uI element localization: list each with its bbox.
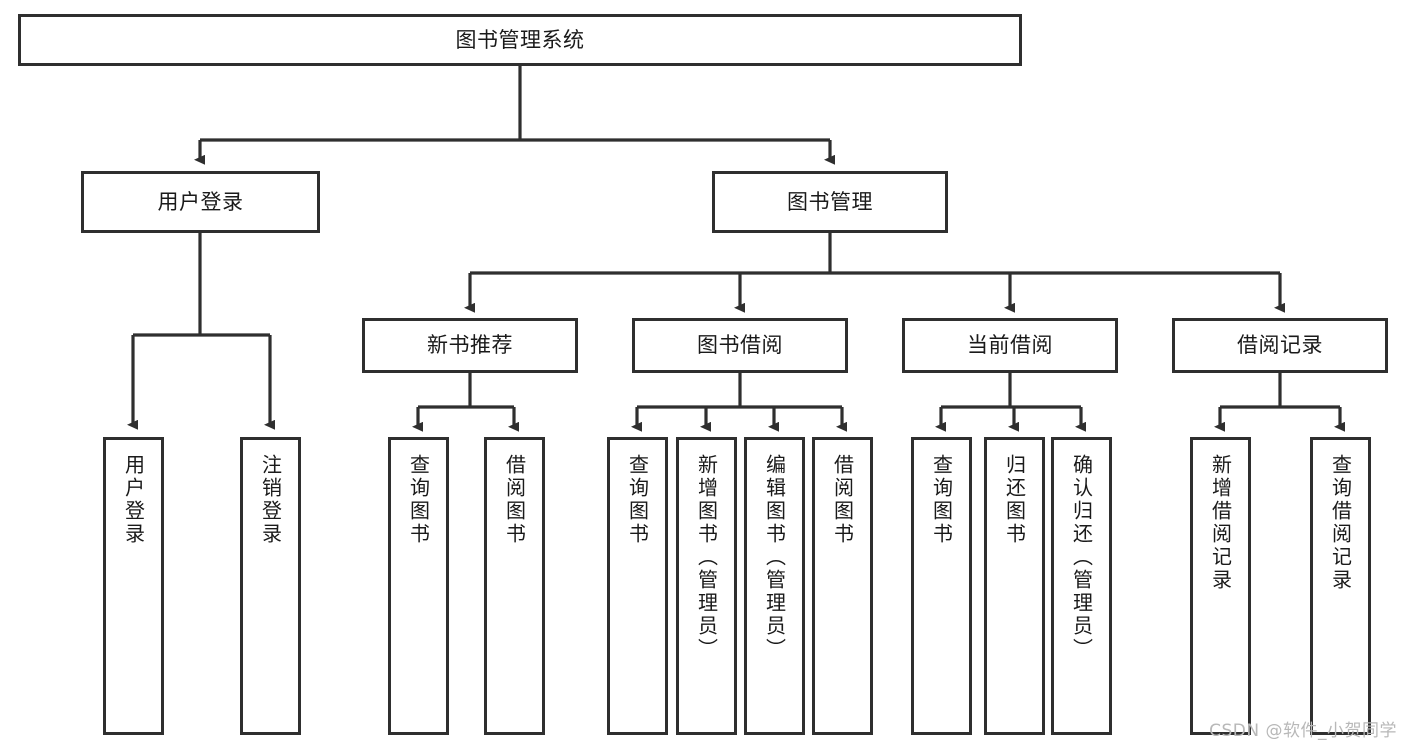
node-root-system[interactable]: 图书管理系统: [18, 14, 1022, 66]
node-leaf-label: 编辑图书（管理员）: [762, 454, 787, 661]
node-leaf-label: 查询借阅记录: [1328, 454, 1353, 592]
node-user-login-label: 用户登录: [157, 189, 244, 214]
node-leaf-label: 新增图书（管理员）: [694, 454, 719, 661]
node-leaf-label: 注销登录: [258, 454, 283, 546]
node-current-borrow[interactable]: 当前借阅: [902, 318, 1118, 373]
node-leaf[interactable]: 用户登录: [103, 437, 164, 735]
node-leaf-label: 新增借阅记录: [1208, 454, 1233, 592]
node-leaf-label: 确认归还（管理员）: [1069, 454, 1094, 661]
node-new-book-recommend-label: 新书推荐: [427, 333, 513, 358]
node-current-borrow-label: 当前借阅: [967, 333, 1053, 358]
node-leaf-label: 归还图书: [1002, 454, 1027, 546]
node-borrow-record-label: 借阅记录: [1237, 333, 1323, 358]
node-borrow-record[interactable]: 借阅记录: [1172, 318, 1388, 373]
node-leaf[interactable]: 注销登录: [240, 437, 301, 735]
node-leaf-label: 查询图书: [625, 454, 650, 546]
node-leaf[interactable]: 借阅图书: [812, 437, 873, 735]
node-leaf[interactable]: 确认归还（管理员）: [1051, 437, 1112, 735]
node-book-management-label: 图书管理: [787, 189, 873, 214]
node-leaf[interactable]: 查询图书: [388, 437, 449, 735]
node-user-login[interactable]: 用户登录: [81, 171, 320, 233]
node-leaf[interactable]: 查询借阅记录: [1310, 437, 1371, 735]
node-leaf[interactable]: 编辑图书（管理员）: [744, 437, 805, 735]
node-leaf-label: 用户登录: [121, 454, 146, 546]
node-new-book-recommend[interactable]: 新书推荐: [362, 318, 578, 373]
node-leaf[interactable]: 归还图书: [984, 437, 1045, 735]
node-leaf-label: 查询图书: [406, 454, 431, 546]
node-leaf[interactable]: 新增借阅记录: [1190, 437, 1251, 735]
node-leaf[interactable]: 新增图书（管理员）: [676, 437, 737, 735]
watermark: CSDN @软件_小贺同学: [1209, 721, 1397, 741]
node-leaf-label: 查询图书: [929, 454, 954, 546]
node-book-borrow-label: 图书借阅: [697, 333, 783, 358]
node-root-label: 图书管理系统: [455, 27, 585, 52]
node-leaf[interactable]: 借阅图书: [484, 437, 545, 735]
node-leaf[interactable]: 查询图书: [911, 437, 972, 735]
node-book-management[interactable]: 图书管理: [712, 171, 948, 233]
node-leaf-label: 借阅图书: [830, 454, 855, 546]
node-book-borrow[interactable]: 图书借阅: [632, 318, 848, 373]
node-leaf-label: 借阅图书: [502, 454, 527, 546]
node-leaf[interactable]: 查询图书: [607, 437, 668, 735]
